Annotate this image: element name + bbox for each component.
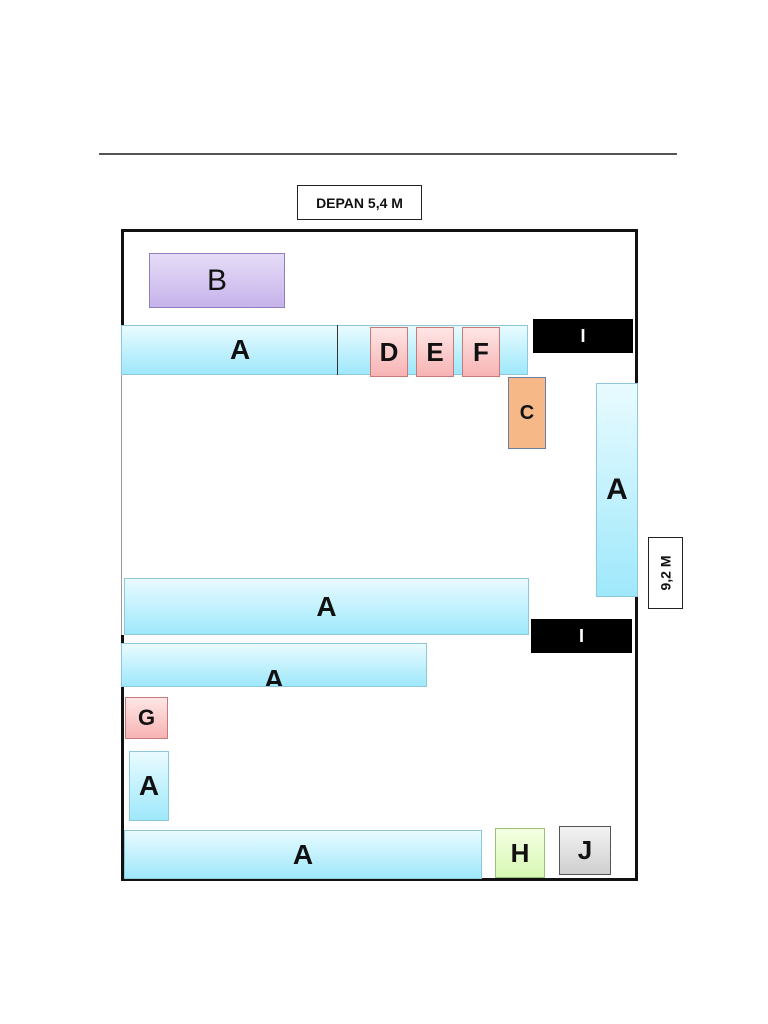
block-a-right-label: A: [606, 473, 628, 506]
block-i-top-label: I: [580, 325, 586, 346]
block-d-label: D: [379, 336, 399, 367]
block-e-label: E: [426, 336, 444, 367]
block-a-small: A: [129, 751, 169, 821]
room-wall-left-upper: [121, 229, 124, 329]
block-h-label: H: [510, 837, 530, 868]
room-wall-bottom: [121, 878, 638, 881]
block-c: C: [508, 377, 546, 449]
block-f-label: F: [473, 336, 489, 367]
block-f: F: [462, 327, 500, 377]
block-i-middle: I: [531, 619, 632, 653]
block-a-top: A: [121, 325, 528, 375]
block-a-lower: A: [121, 643, 427, 687]
block-a-top-divider: [337, 325, 338, 375]
room-wall-top: [121, 229, 638, 232]
block-e: E: [416, 327, 454, 377]
block-d: D: [370, 327, 408, 377]
block-a-bottom: A: [124, 830, 482, 879]
block-a-right: A: [596, 383, 638, 597]
block-h: H: [495, 828, 545, 878]
block-i-top: I: [533, 319, 633, 353]
side-dimension-label: 9,2 M: [648, 537, 683, 609]
front-dimension-label: DEPAN 5,4 M: [297, 185, 422, 220]
block-j-label: J: [577, 835, 593, 865]
block-b: B: [149, 253, 285, 308]
front-dimension-text: DEPAN 5,4 M: [316, 194, 403, 211]
block-a-lower-label: A: [263, 664, 285, 687]
block-c-label: C: [519, 401, 535, 424]
block-b-label: B: [206, 263, 227, 297]
side-dimension-text: 9,2 M: [657, 555, 674, 591]
block-a-middle: A: [124, 578, 529, 635]
room-wall-left-middle: [121, 375, 122, 637]
block-a-middle-label: A: [316, 590, 337, 622]
block-i-middle-label: I: [578, 625, 584, 646]
block-j: J: [559, 826, 611, 875]
block-g: G: [125, 697, 168, 739]
block-a-small-label: A: [138, 770, 160, 801]
block-g-label: G: [137, 705, 156, 730]
top-rule-line: [99, 153, 677, 155]
block-a-bottom-label: A: [292, 838, 314, 870]
block-a-top-label: A: [230, 334, 251, 365]
room-wall-left-lower: [121, 635, 124, 881]
